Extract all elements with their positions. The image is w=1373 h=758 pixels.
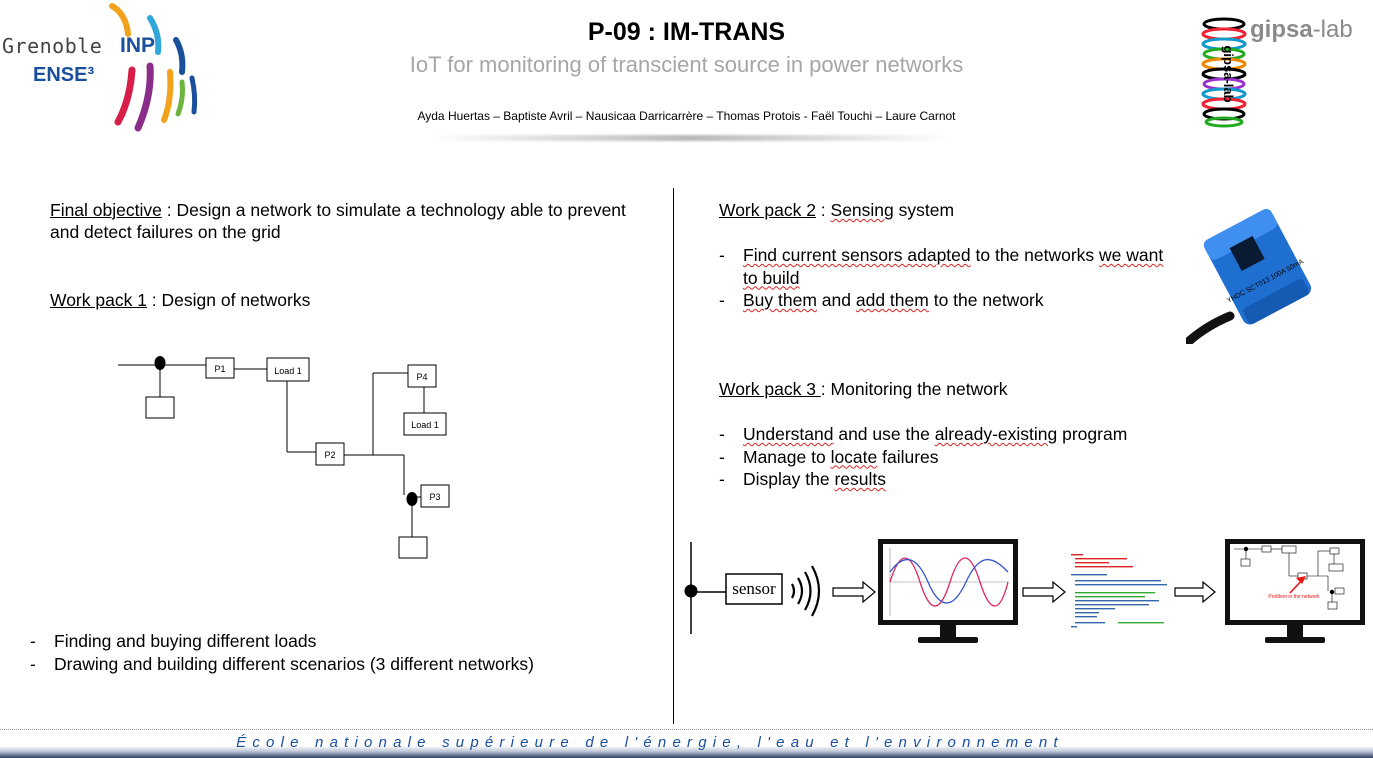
p4-label: P4 — [416, 372, 427, 382]
wp1-label: Work pack 1 — [50, 290, 147, 310]
footer-school-name: École nationale supérieure de l'énergie,… — [236, 734, 1064, 751]
arrow-icon — [832, 580, 876, 604]
gipsa-ring-text: gipsa-lab — [1221, 45, 1236, 102]
ense3-logo-text: ENSE³ — [33, 64, 95, 86]
sensor-box — [725, 573, 783, 605]
sensor-label: sensor — [732, 579, 776, 598]
list-item: -Drawing and building different scenario… — [30, 653, 534, 674]
arrow-icon — [1174, 580, 1216, 604]
load1-box-top — [266, 357, 310, 382]
network-diagram: P1 Load 1 P4 Load 1 P2 P3 — [118, 356, 450, 559]
pipeline-node — [684, 584, 698, 598]
wp3-bullet-list: -Understand and use the already-existing… — [719, 423, 1127, 491]
final-objective: Final objective : Design a network to si… — [50, 199, 630, 243]
inp-logo-text: INP — [120, 34, 156, 57]
list-item: -Manage to locate failures — [719, 446, 939, 467]
node-box-left — [145, 396, 175, 419]
node-box-bottom — [398, 536, 428, 559]
monitor-waveform — [878, 539, 1018, 643]
work-pack-3: Work pack 3 : Monitoring the network — [719, 378, 1008, 400]
lab-word: -lab — [1312, 16, 1353, 43]
final-objective-label: Final objective — [50, 200, 162, 220]
footer-bar — [0, 731, 1373, 758]
authors-line: Ayda Huertas – Baptiste Avril – Nausicaa… — [417, 109, 956, 123]
monitoring-pipeline: sensor — [684, 539, 1365, 643]
load1-label-top: Load 1 — [274, 366, 302, 376]
p1-label: P1 — [214, 364, 225, 374]
load1-box-right — [403, 412, 447, 436]
header-rule — [430, 135, 950, 141]
current-sensor-image: YHDC SCT013 100A 50mA — [1186, 208, 1312, 344]
p2-box — [315, 442, 345, 466]
wp2-label: Work pack 2 — [719, 200, 816, 220]
list-item: -Finding and buying different loads — [30, 631, 317, 651]
load1-label-right: Load 1 — [411, 420, 439, 430]
arrow-icon — [1022, 580, 1066, 604]
p3-label: P3 — [429, 492, 440, 502]
p4-box — [407, 364, 437, 388]
wireless-icon — [791, 565, 821, 617]
work-pack-2: Work pack 2 : Sensing system — [719, 200, 955, 220]
page-subtitle: IoT for monitoring of transcient source … — [409, 52, 964, 77]
p2-label: P2 — [324, 450, 335, 460]
wp3-label: Work pack 3 — [719, 379, 821, 399]
list-item: -Display the results — [719, 469, 886, 489]
grenoble-logo-text: Grenoble — [2, 34, 103, 58]
list-item: -Understand and use the already-existing… — [719, 424, 1128, 444]
code-snippet-icon — [1071, 554, 1167, 628]
problem-label: Problem in the network — [1268, 594, 1320, 600]
wp1-bullet-list: -Finding and buying different loads -Dra… — [30, 630, 534, 675]
monitor-network: Problem in the network — [1225, 539, 1365, 643]
final-objective-text: : Design a network to simulate a technol… — [50, 200, 626, 242]
grenoble-inp-logo — [109, 3, 198, 132]
wp1-text: : Design of networks — [146, 290, 311, 310]
wp3-text: : Monitoring the network — [820, 379, 1008, 399]
list-item: -Buy them and add them to the network — [719, 290, 1044, 310]
wp2-title: Sensing — [830, 200, 894, 220]
list-item: -Find current sensors adapted to the net… — [719, 245, 1164, 288]
bus-node-bottom — [406, 492, 418, 506]
bus-node-top — [154, 356, 166, 370]
footer-dotted-line — [0, 729, 1373, 730]
p1-box — [205, 357, 235, 379]
gipsa-word: gipsa — [1250, 16, 1313, 43]
page-title: P-09 : IM-TRANS — [587, 18, 786, 46]
work-pack-1: Work pack 1 : Design of networks — [50, 289, 310, 311]
gipsa-ring-logo: gipsa-lab — [1201, 17, 1247, 128]
gipsa-lab-logo-text: gipsa-lab — [1250, 16, 1353, 44]
wp2-bullet-list: -Find current sensors adapted to the net… — [719, 244, 1169, 312]
column-divider — [673, 188, 674, 724]
p3-box — [420, 484, 450, 508]
